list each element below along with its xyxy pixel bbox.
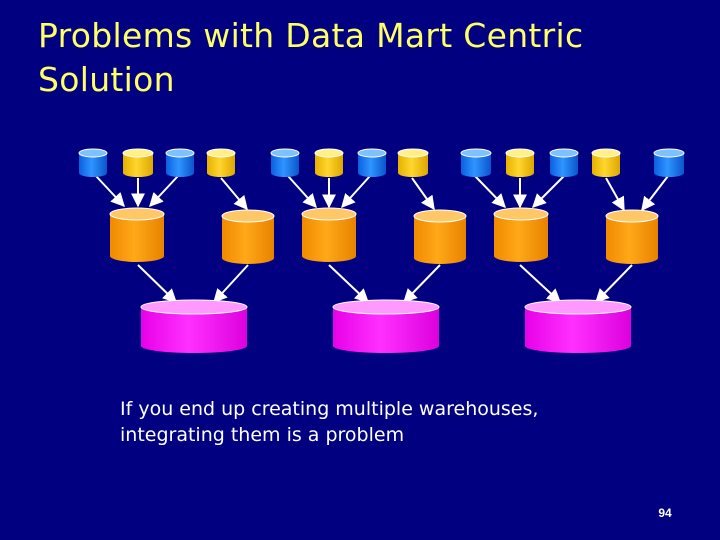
data-mart-4: [413, 209, 467, 264]
caption-line-2: integrating them is a problem: [120, 424, 405, 446]
slide-caption: If you end up creating multiple warehous…: [120, 396, 680, 448]
source-database-yellow-4: [397, 148, 429, 177]
source-to-mart-arrows: [95, 175, 669, 212]
source-database-blue-7: [653, 148, 685, 177]
arrow: [605, 177, 625, 212]
page-number: 94: [658, 506, 672, 520]
arrow: [411, 177, 435, 211]
source-database-blue-3: [270, 148, 300, 177]
arrow: [213, 264, 249, 304]
source-database-yellow-2: [206, 148, 236, 177]
arrow: [95, 175, 125, 208]
warehouse-2: [332, 299, 440, 353]
source-database-yellow-3: [314, 148, 344, 177]
arrow: [287, 175, 317, 209]
data-mart-2: [221, 209, 275, 264]
data-marts: [109, 207, 659, 264]
caption-line-1: If you end up creating multiple warehous…: [120, 398, 539, 420]
arrow: [519, 264, 562, 303]
data-mart-5: [493, 207, 549, 262]
arrow: [474, 175, 506, 209]
arrow: [328, 264, 370, 303]
source-databases: [78, 148, 685, 177]
arrow: [149, 175, 179, 208]
arrow: [220, 177, 248, 211]
source-database-blue-6: [549, 148, 579, 177]
warehouses: [140, 299, 632, 353]
slide-title-line-1: Problems with Data Mart Centric: [38, 16, 584, 55]
source-database-yellow-1: [122, 148, 154, 177]
arrow: [341, 175, 371, 209]
data-mart-1: [109, 207, 165, 262]
arrow: [137, 264, 178, 303]
arrow: [403, 264, 441, 304]
source-database-blue-4: [357, 148, 387, 177]
source-database-yellow-6: [591, 148, 621, 177]
source-database-blue-2: [165, 148, 195, 177]
mart-to-warehouse-arrows: [137, 264, 633, 304]
slide-title: Problems with Data Mart Centric Solution: [38, 14, 698, 102]
data-mart-6: [605, 209, 659, 264]
source-database-blue-5: [460, 148, 492, 177]
arrow: [532, 175, 565, 208]
warehouse-3: [524, 299, 632, 353]
slide-title-line-2: Solution: [38, 60, 175, 99]
data-mart-3: [301, 207, 357, 262]
arrow: [595, 264, 633, 304]
source-database-yellow-5: [505, 148, 535, 177]
source-database-blue-1: [78, 148, 108, 177]
warehouse-1: [140, 299, 248, 353]
arrow: [641, 175, 669, 212]
